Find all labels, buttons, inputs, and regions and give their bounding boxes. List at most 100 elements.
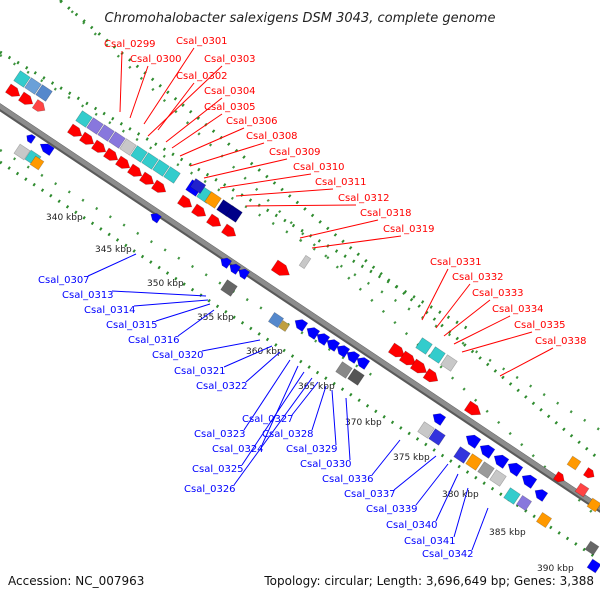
cds-box xyxy=(35,84,53,102)
cds-box xyxy=(428,346,446,364)
reverse-leader-line xyxy=(345,397,351,461)
cds-box xyxy=(566,455,582,471)
forward-leader-line xyxy=(421,268,449,321)
cds-arrow xyxy=(294,319,309,332)
cds-box xyxy=(347,368,365,386)
reverse-leader-line xyxy=(311,385,327,431)
reverse-gene-label: Csal_0342 xyxy=(422,549,474,560)
reverse-leader-line xyxy=(471,507,489,551)
reverse-gene-label: Csal_0307 xyxy=(38,275,90,286)
reverse-leader-line xyxy=(111,290,207,297)
forward-leader-line xyxy=(129,65,149,119)
reverse-gene-label: Csal_0320 xyxy=(152,350,204,361)
reverse-leader-line xyxy=(233,377,313,486)
reverse-labels: Csal_0307Csal_0313Csal_0314Csal_0315Csal… xyxy=(38,253,489,560)
reverse-leader-line xyxy=(453,487,469,538)
kbp-tick-label: 375 kbp xyxy=(393,453,430,463)
forward-leader-line xyxy=(143,47,195,125)
forward-leader-line xyxy=(499,347,554,377)
reverse-leader-line xyxy=(241,371,305,466)
cds-arrow xyxy=(326,339,341,352)
cds-arrow xyxy=(521,474,538,489)
kbp-tick-label: 360 kbp xyxy=(246,347,283,357)
kbp-tick-label: 345 kbp xyxy=(95,245,132,255)
forward-gene-label: Csal_0334 xyxy=(492,304,544,315)
reverse-leader-line xyxy=(261,365,299,446)
reverse-leader-line xyxy=(415,463,449,506)
forward-gene-label: Csal_0306 xyxy=(226,116,278,127)
cds-box xyxy=(86,117,104,135)
genome-stats-text: Topology: circular; Length: 3,696,649 bp… xyxy=(263,574,594,588)
forward-gene-label: Csal_0335 xyxy=(514,320,566,331)
forward-leader-line xyxy=(453,315,511,345)
cds-arrow xyxy=(316,333,331,346)
cds-box xyxy=(515,494,533,512)
dotted-line xyxy=(0,160,600,562)
reverse-gene-label: Csal_0325 xyxy=(192,464,244,475)
forward-leader-line xyxy=(299,219,379,239)
forward-gene-label: Csal_0338 xyxy=(535,336,587,347)
cds-arrow xyxy=(238,268,251,280)
reverse-gene-label: Csal_0328 xyxy=(262,429,314,440)
dotted-line xyxy=(59,0,600,521)
backbone xyxy=(0,103,600,513)
cds-arrow xyxy=(534,489,549,502)
forward-gene-label: Csal_0302 xyxy=(176,71,228,82)
forward-gene-label: Csal_0311 xyxy=(315,177,367,188)
reverse-leader-line xyxy=(201,339,261,352)
reverse-gene-label: Csal_0316 xyxy=(128,335,180,346)
kbp-tick-label: 390 kbp xyxy=(537,564,574,574)
forward-gene-label: Csal_0299 xyxy=(104,39,156,50)
kbp-tick-label: 340 kbp xyxy=(46,213,83,223)
forward-leader-line xyxy=(119,50,123,113)
forward-gene-label: Csal_0310 xyxy=(293,162,345,173)
reverse-leader-line xyxy=(223,345,273,368)
backbone-line xyxy=(0,103,600,511)
forward-leader-line xyxy=(461,331,533,353)
cds-box xyxy=(465,453,483,471)
cds-arrow xyxy=(150,179,167,193)
kbp-tick-label: 350 kbp xyxy=(147,279,184,289)
forward-leader-line xyxy=(179,127,245,157)
cds-box xyxy=(335,361,353,379)
cds-arrow xyxy=(270,259,290,276)
cds-box xyxy=(417,421,435,439)
reverse-gene-label: Csal_0327 xyxy=(242,414,294,425)
reverse-gene-label: Csal_0314 xyxy=(84,305,136,316)
reverse-gene-label: Csal_0336 xyxy=(322,474,374,485)
cds-box xyxy=(489,469,507,487)
reverse-leader-line xyxy=(393,455,437,491)
cds-box xyxy=(586,497,600,513)
reverse-gene-label: Csal_0341 xyxy=(404,536,456,547)
kbp-tick-label: 380 kbp xyxy=(442,490,479,500)
forward-gene-label: Csal_0319 xyxy=(383,224,435,235)
cds-arrow xyxy=(493,454,510,469)
cds-arrow xyxy=(507,462,524,477)
cds-arrow xyxy=(126,163,143,177)
forward-leader-line xyxy=(311,235,402,249)
forward-gene-label: Csal_0312 xyxy=(338,193,390,204)
cds-arrow xyxy=(409,358,428,374)
forward-leader-line xyxy=(171,113,223,149)
kbp-tick-label: 355 kbp xyxy=(197,313,234,323)
cds-arrow xyxy=(39,143,55,157)
cds-arrow xyxy=(150,213,162,224)
forward-gene-label: Csal_0332 xyxy=(452,272,504,283)
cds-box xyxy=(152,159,170,177)
cds-box xyxy=(189,178,207,194)
forward-gene-label: Csal_0309 xyxy=(269,147,321,158)
cds-arrow xyxy=(306,327,321,340)
reverse-leader-line xyxy=(155,303,211,322)
reverse-leader-line xyxy=(435,473,459,522)
cds-box xyxy=(267,311,285,329)
dotted-line xyxy=(0,53,301,242)
cds-arrow xyxy=(432,413,447,426)
reverse-leader-line xyxy=(291,381,319,416)
cds-box xyxy=(75,110,93,128)
cds-arrow xyxy=(552,471,565,483)
cds-arrow xyxy=(220,223,237,237)
forward-labels: Csal_0299Csal_0300Csal_0301Csal_0302Csal… xyxy=(104,36,587,377)
cds-arrow xyxy=(17,91,34,105)
